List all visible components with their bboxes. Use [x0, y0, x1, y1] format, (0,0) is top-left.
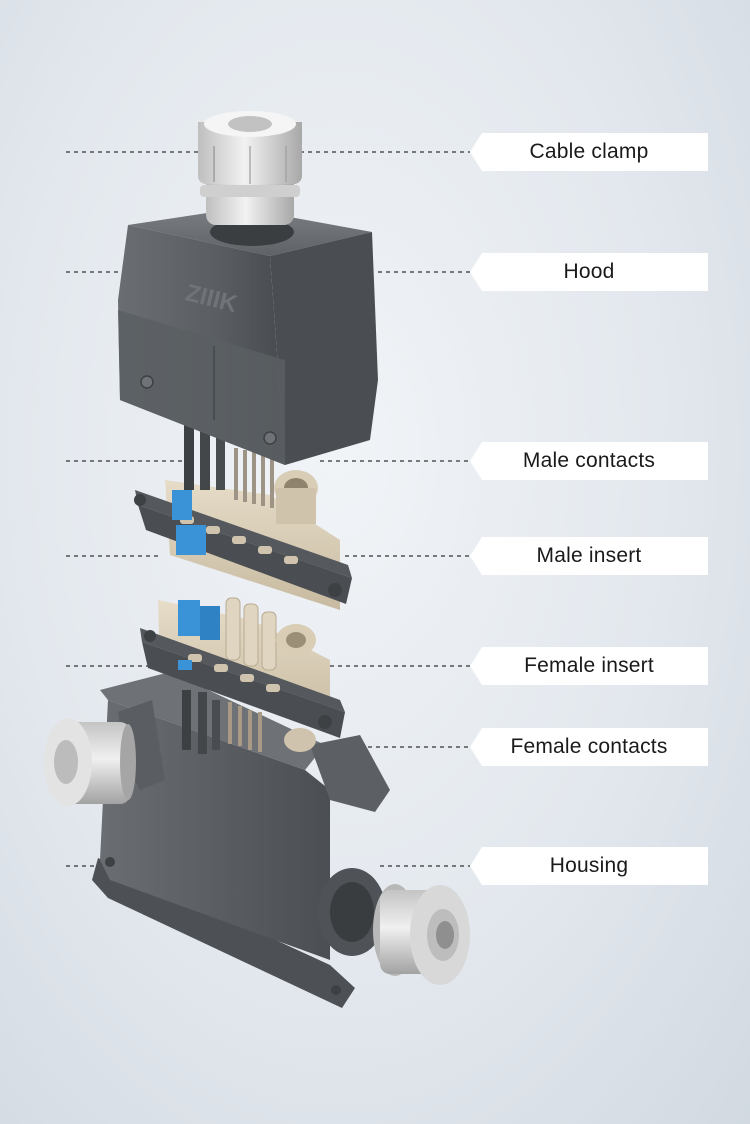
hood-lower-rim: [118, 310, 285, 465]
housing-lever-right: [310, 735, 390, 812]
label-male-contacts: Male contacts: [470, 442, 708, 480]
cable-clamp-hole: [228, 116, 272, 132]
hood-side-face: [270, 232, 378, 465]
label-female-contacts: Female contacts: [470, 728, 708, 766]
female-contacts: [182, 690, 316, 754]
female-contact-blue: [178, 600, 200, 636]
label-male-insert: Male insert: [470, 537, 708, 575]
male-insert: [134, 470, 352, 610]
label-housing: Housing: [470, 847, 708, 885]
female-insert-frame: [140, 628, 345, 712]
housing-side-hole: [330, 882, 374, 942]
hood-screw: [140, 375, 154, 389]
female-contact-blue: [200, 606, 220, 640]
hood-screw: [263, 431, 277, 445]
housing: [44, 672, 470, 1008]
female-insert-frame-front: [142, 642, 345, 738]
female-insert: [140, 597, 345, 738]
mount-screw: [105, 857, 115, 867]
housing-cable-gland-left: [44, 718, 136, 806]
cable-clamp: [198, 111, 302, 225]
hood: ZIIIK: [118, 208, 378, 465]
mount-screw: [331, 985, 341, 995]
label-hood: Hood: [470, 253, 708, 291]
male-contact-blue: [176, 525, 206, 555]
label-female-insert: Female insert: [470, 647, 708, 685]
label-cable-clamp: Cable clamp: [470, 133, 708, 171]
male-contacts: [184, 418, 274, 508]
male-contact-blue: [172, 490, 192, 520]
housing-cable-gland-right: [373, 884, 470, 985]
